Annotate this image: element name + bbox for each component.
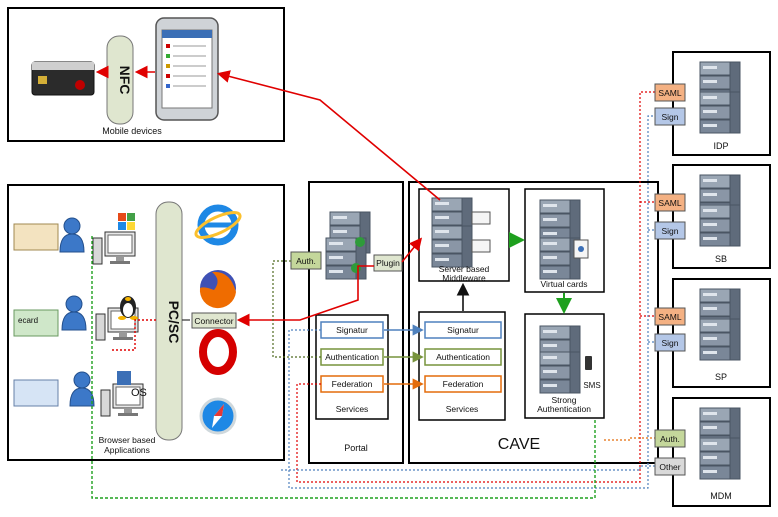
strong-auth-to-user-link (91, 236, 596, 499)
portal-services-caption: Services (336, 404, 369, 414)
idp-sign-tag (654, 107, 686, 126)
plugin-box (373, 254, 403, 272)
strong-auth-server-icon (539, 351, 581, 394)
strong-auth-label-line1: Strong (551, 395, 576, 405)
ecard-text: ecard (18, 316, 38, 325)
safari-icon (199, 397, 237, 435)
svg-text:Federation: Federation (443, 379, 484, 389)
sp-sign-tag (654, 333, 686, 352)
idp-server-icon (699, 91, 741, 134)
provider-sb: SB (672, 164, 771, 269)
smart-card-image (31, 61, 95, 96)
browser-applications-panel: ecard OS PC/SC (7, 184, 285, 461)
provider-mdm: MDM (672, 397, 771, 507)
svg-text:Sign: Sign (661, 338, 678, 348)
virtual-cards-label: Virtual cards (540, 279, 587, 289)
mdm-label: MDM (710, 491, 732, 501)
cave-to-mdm-auth-link (604, 437, 655, 441)
svg-text:Sign: Sign (661, 112, 678, 122)
svg-text:SAML: SAML (658, 198, 681, 208)
strong-auth-label-line2: Authentication (537, 404, 591, 414)
mobile-devices-panel: NFC Mobile devices (7, 7, 285, 142)
pcsc-label: PC/SC (166, 301, 182, 344)
svg-text:Signatur: Signatur (447, 325, 479, 335)
cave-signatur-service (424, 321, 502, 339)
mobile-phone-icon (585, 356, 592, 370)
sp-label: SP (715, 372, 727, 382)
signatur-to-idp-sign-link (288, 115, 655, 489)
svg-text:Federation: Federation (332, 379, 373, 389)
browser-caption-line2: Applications (104, 445, 150, 455)
plugin-to-connector-arrow (236, 265, 374, 327)
portal-auth-link (272, 260, 321, 358)
provider-idp: IDP (672, 51, 771, 156)
portal-panel: Plugin Signatur Authentication Federatio… (308, 181, 404, 464)
browser-caption-line1: Browser based (99, 435, 156, 445)
pcsc-reader (155, 201, 183, 441)
svg-text:SAML: SAML (658, 88, 681, 98)
sp-server-icon (699, 318, 741, 361)
sb-server-icon (699, 204, 741, 247)
ecard-image (13, 309, 59, 337)
plugin-label: Plugin (376, 258, 400, 268)
mdm-other-tag (654, 457, 686, 476)
bank-card-image (13, 379, 59, 407)
firefox-icon (199, 270, 236, 309)
svg-text:Authentication: Authentication (436, 352, 490, 362)
svg-text:Other: Other (659, 462, 680, 472)
pcsc-to-user-link (110, 319, 156, 351)
cave-panel: Server based Middleware Virtual cards Si… (408, 181, 659, 464)
svg-text:Authentication: Authentication (325, 352, 379, 362)
nfc-label: NFC (117, 66, 133, 95)
mobile-devices-caption: Mobile devices (102, 126, 162, 136)
svg-text:OS: OS (131, 387, 147, 399)
portal-auth-label: Auth. (296, 256, 316, 266)
middleware-label-line1: Server based (439, 264, 490, 274)
plugin-to-middleware-arrow (401, 237, 423, 263)
federation-to-idp-saml-link (296, 91, 655, 483)
cave-to-mdm-other-link (281, 465, 655, 471)
smartphone-image (155, 17, 219, 121)
connector-label: Connector (194, 316, 233, 326)
mdm-auth-tag (654, 429, 686, 448)
cave-federation-service (424, 375, 502, 393)
id-card-image (13, 223, 59, 251)
virtual-cards-server-icon (539, 199, 581, 242)
internet-explorer-icon (194, 204, 242, 246)
mac-os-logo-icon: OS (117, 371, 147, 399)
connector-box (191, 312, 237, 329)
sb-label: SB (715, 254, 727, 264)
linux-tux-icon (118, 296, 138, 320)
cave-title: CAVE (498, 436, 540, 453)
svg-text:Signatur: Signatur (336, 325, 368, 335)
middleware-server-icon (431, 225, 473, 268)
svg-text:Sign: Sign (661, 226, 678, 236)
portal-title: Portal (344, 443, 368, 453)
opera-icon (199, 329, 237, 375)
sp-saml-tag (654, 307, 686, 326)
sb-sign-tag (654, 221, 686, 240)
middleware-label-line2: Middleware (442, 273, 486, 283)
svg-text:Auth.: Auth. (660, 434, 680, 444)
sb-saml-tag (654, 193, 686, 212)
idp-saml-tag (654, 83, 686, 102)
nfc-reader (106, 35, 134, 125)
cave-authentication-service (424, 348, 502, 366)
sms-label: SMS (583, 381, 600, 390)
windows-logo-icon (118, 213, 135, 230)
middleware-to-phone-arrow (216, 70, 441, 201)
cave-services-caption: Services (446, 404, 479, 414)
idp-label: IDP (713, 141, 728, 151)
provider-sp: SP (672, 278, 771, 388)
svg-text:SAML: SAML (658, 312, 681, 322)
mdm-server-icon (699, 437, 741, 480)
